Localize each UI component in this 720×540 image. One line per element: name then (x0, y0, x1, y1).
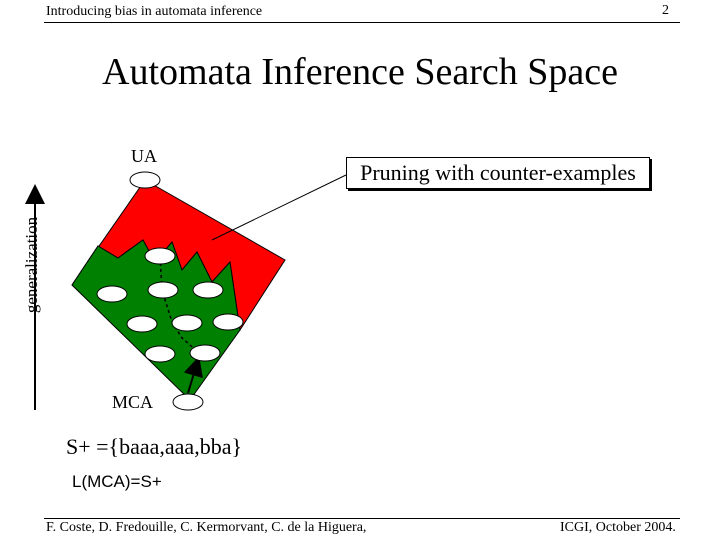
ua-node (129, 171, 161, 189)
slide-title: Automata Inference Search Space (102, 51, 618, 93)
lattice-node (147, 281, 179, 299)
footer-venue: ICGI, October 2004. (560, 520, 676, 535)
positive-sample-set: S+ ={baaa,aaa,bba} (66, 434, 243, 459)
lattice-nodes (96, 171, 244, 411)
axis-label: generalization (22, 216, 41, 314)
mca-node (172, 393, 204, 411)
footer-divider (44, 518, 680, 519)
footer-authors: F. Coste, D. Fredouille, C. Kermorvant, … (46, 520, 367, 535)
lattice-node (192, 281, 224, 299)
lattice-node (212, 313, 244, 331)
callout-box: Pruning with counter-examples (346, 157, 650, 189)
callout-pointer-line (211, 174, 347, 241)
mca-language-equation: L(MCA)=S+ (72, 472, 162, 491)
lattice-node (126, 315, 158, 333)
mca-label: MCA (112, 392, 154, 412)
lattice-node (96, 285, 128, 303)
lattice-node (144, 345, 176, 363)
lattice-node (171, 314, 203, 332)
ua-label: UA (131, 146, 157, 166)
header-title: Introducing bias in automata inference (46, 4, 263, 19)
lattice-node (144, 247, 176, 265)
header-divider (44, 22, 680, 23)
search-path-arrow (183, 356, 203, 394)
page-number: 2 (662, 3, 669, 18)
lattice-node (189, 344, 221, 362)
